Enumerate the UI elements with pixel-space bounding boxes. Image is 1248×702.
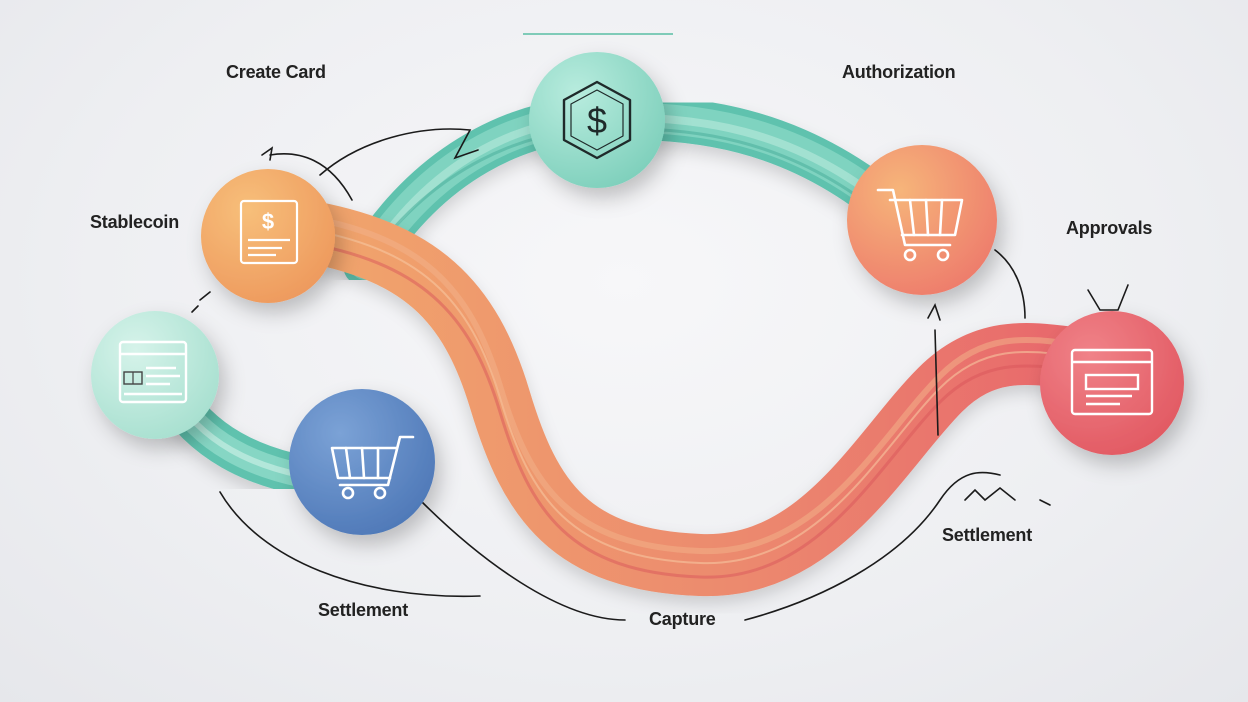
label-settlement-left: Settlement (318, 600, 409, 620)
connector-lines (191, 128, 1129, 621)
label-authorization: Authorization (842, 62, 956, 82)
payment-terminal-icon (118, 340, 188, 404)
label-approvals: Approvals (1066, 218, 1153, 238)
shopping-cart-icon (876, 188, 964, 262)
browser-window-icon (1070, 348, 1154, 416)
shopping-basket-icon (330, 435, 415, 500)
dollar-hexagon-icon: $ (562, 80, 632, 160)
label-settlement-right: Settlement (942, 525, 1033, 545)
top-dollar-node[interactable] (529, 52, 665, 188)
svg-text:$: $ (587, 100, 607, 141)
authorization-node[interactable] (847, 145, 997, 295)
label-create-card: Create Card (226, 62, 326, 82)
dollar-card-icon: $ (239, 199, 299, 265)
orange-coral-flow-band (269, 199, 1121, 597)
approvals-node[interactable] (1040, 311, 1184, 455)
label-stablecoin: Stablecoin (90, 212, 180, 232)
create-card-node[interactable] (201, 169, 335, 303)
label-capture: Capture (649, 609, 716, 629)
svg-text:$: $ (262, 209, 274, 234)
